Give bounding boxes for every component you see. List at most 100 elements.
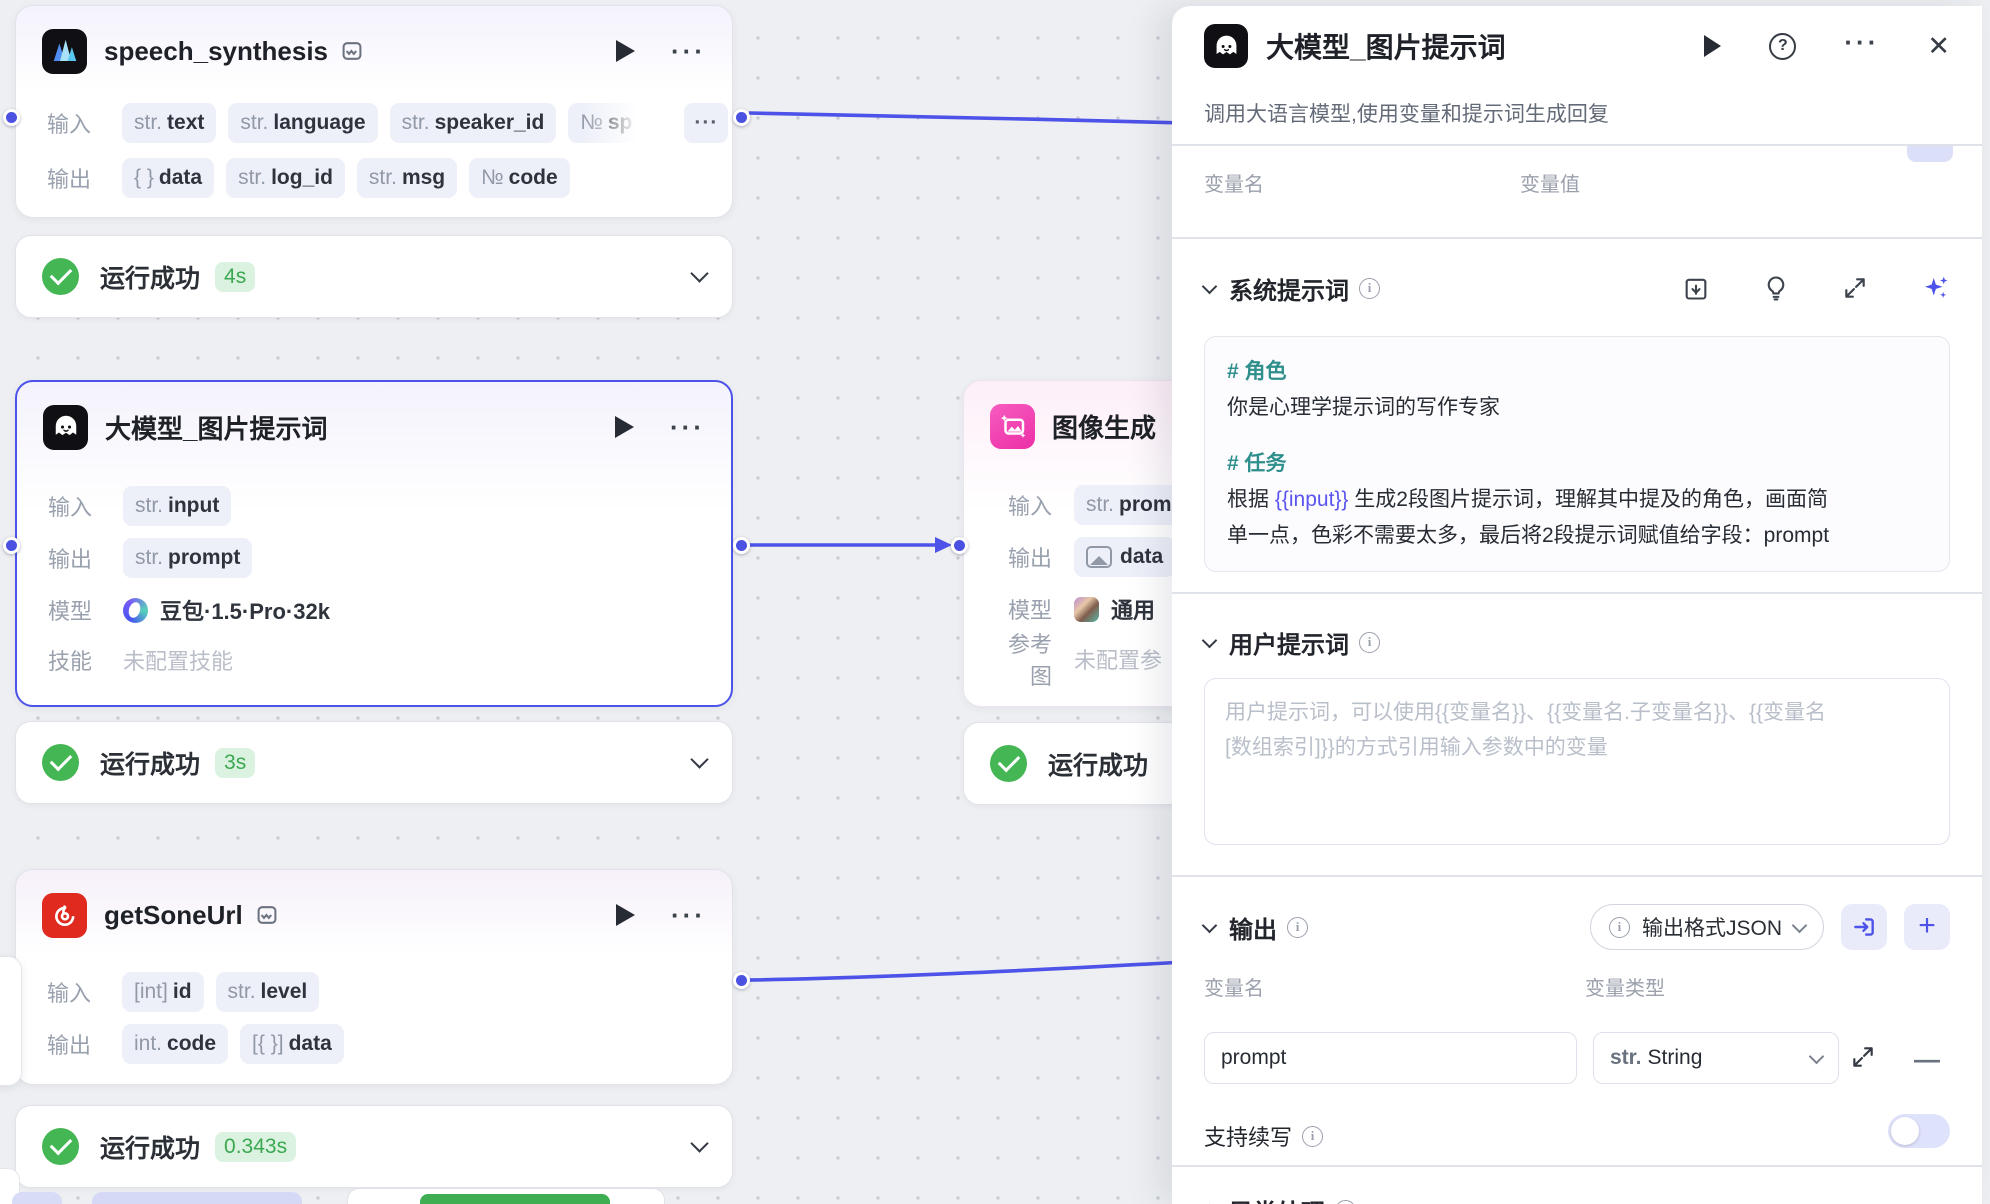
var-name-column-label: 变量名 [1204,174,1264,196]
status-duration: 3s [215,747,256,778]
port-sone-output[interactable] [733,972,750,989]
param-badge[interactable]: str.input [123,486,232,526]
param-badge[interactable]: str.prom [1074,485,1184,525]
scroll-indicator [1907,146,1953,162]
model-avatar [1074,596,1099,622]
run-status-llm[interactable]: 运行成功 3s [15,721,733,804]
run-node-button[interactable] [1704,35,1722,57]
node-outputs-row: 输出 str.prompt [48,537,264,579]
bottom-green-button-fragment[interactable] [420,1194,610,1204]
model-value: 通用 [1111,598,1156,623]
status-text: 运行成功 [100,264,201,293]
chevron-down-icon[interactable] [690,750,709,769]
chevron-down-icon[interactable] [1201,278,1218,294]
inputs-label: 输入 [47,981,92,1006]
bottom-toolbar-fragment[interactable] [92,1192,302,1204]
user-prompt-textarea[interactable]: 用户提示词，可以使用{{变量名}}、{{变量名.子变量名}}、{{变量名 [数组… [1204,678,1950,845]
continue-writing-row: 支持续写 i [1204,1116,1950,1156]
run-node-button[interactable] [616,40,636,62]
speech-synthesis-icon [42,28,87,74]
side-toolbar-fragment[interactable] [0,956,22,1086]
node-title: 大模型_图片提示词 [105,413,328,444]
output-type-select[interactable]: str. String [1593,1032,1839,1084]
import-output-button[interactable] [1841,904,1887,950]
status-duration: 4s [215,261,256,292]
info-icon[interactable]: i [1287,916,1308,938]
expand-row-icon[interactable] [1850,1044,1876,1075]
node-getsoneurl[interactable]: getSoneUrl ··· 输入 [int]id str.level 输出 i… [15,869,733,1085]
variable-token: {{input}} [1274,488,1349,511]
param-badge[interactable]: str.text [122,103,217,143]
node-outputs-row: 输出 int.code [{ }]data [47,1023,356,1065]
port-speech-input[interactable] [3,109,20,126]
output-format-select[interactable]: i 输出格式JSON [1589,904,1824,950]
param-badge[interactable]: data [1074,537,1176,577]
output-name-value: prompt [1221,1046,1287,1069]
info-icon[interactable]: i [1302,1125,1324,1147]
node-llm-image-prompt[interactable]: 大模型_图片提示词 ··· 输入 str.input 输出 str.prompt… [15,380,733,707]
param-badge[interactable]: str.prompt [123,538,253,578]
node-speech-synthesis[interactable]: speech_synthesis ··· 输入 str.text str.lan… [15,5,733,218]
help-button[interactable]: ? [1769,32,1797,60]
store-icon [255,903,279,927]
model-label: 模型 [1007,598,1052,623]
param-badge[interactable]: str.log_id [226,158,345,198]
remove-row-button[interactable]: — [1914,1044,1940,1074]
netease-music-icon [42,892,87,938]
lightbulb-icon[interactable] [1762,274,1790,302]
ai-optimize-sparkle-icon[interactable] [1920,273,1950,303]
prompt-library-icon[interactable] [1682,274,1710,302]
output-name-input[interactable]: prompt [1204,1032,1577,1084]
system-prompt-editor[interactable]: # 角色 你是心理学提示词的写作专家 # 任务 根据 {{input}} 生成2… [1204,336,1950,572]
port-llm-output[interactable] [733,537,750,554]
chevron-down-icon[interactable] [1201,917,1218,933]
panel-more-button[interactable]: ··· [1844,26,1880,57]
output-name-column-label: 变量名 [1204,978,1264,1000]
outputs-label: 输出 [47,1033,92,1058]
divider [1172,592,1982,594]
param-badge[interactable]: [{ }]data [240,1024,344,1064]
more-params-badge[interactable]: ··· [684,103,729,143]
llm-ghost-icon [1204,24,1248,68]
skill-value: 未配置技能 [123,649,234,674]
node-model-row: 模型 通用 [988,588,1155,630]
run-status-speech[interactable]: 运行成功 4s [15,235,733,318]
section-title: 系统提示词 [1229,277,1349,305]
image-generation-icon [990,403,1035,449]
node-more-button[interactable]: ··· [671,35,706,66]
run-node-button[interactable] [616,904,636,926]
close-panel-button[interactable]: ✕ [1927,30,1950,61]
run-status-sone[interactable]: 运行成功 0.343s [15,1105,733,1188]
node-inputs-row: 输入 str.input [48,485,243,527]
info-icon[interactable]: i [1335,1199,1356,1204]
expand-icon[interactable] [1842,275,1868,301]
chevron-down-icon[interactable] [690,1134,709,1153]
port-imggen-input[interactable] [951,537,968,554]
param-badge[interactable]: str.level [215,972,320,1012]
var-value-column-label: 变量值 [1520,174,1580,196]
node-more-button[interactable]: ··· [670,411,705,442]
success-check-icon [42,258,79,295]
param-badge[interactable]: str.language [228,103,378,143]
add-output-button[interactable]: + [1904,904,1950,950]
prompt-heading: # 任务 [1227,452,1287,475]
param-badge[interactable]: str.speaker_id [389,103,557,143]
info-icon[interactable]: i [1359,277,1380,299]
continue-writing-toggle[interactable] [1888,1114,1950,1148]
port-llm-input[interactable] [3,537,20,554]
bottom-toolbar-fragment[interactable] [12,1192,62,1204]
model-label: 模型 [48,599,93,624]
chevron-down-icon[interactable] [690,264,709,283]
param-badge[interactable]: { }data [122,158,215,198]
param-badge[interactable]: [int]id [122,972,204,1012]
port-speech-output[interactable] [733,109,750,126]
param-badge[interactable]: str.msg [356,158,458,198]
section-title: 输出 [1229,916,1277,944]
chevron-down-icon[interactable] [1201,632,1218,648]
param-badge[interactable]: int.code [122,1024,229,1064]
info-icon[interactable]: i [1359,631,1380,653]
run-node-button[interactable] [615,416,635,438]
node-more-button[interactable]: ··· [671,899,706,930]
